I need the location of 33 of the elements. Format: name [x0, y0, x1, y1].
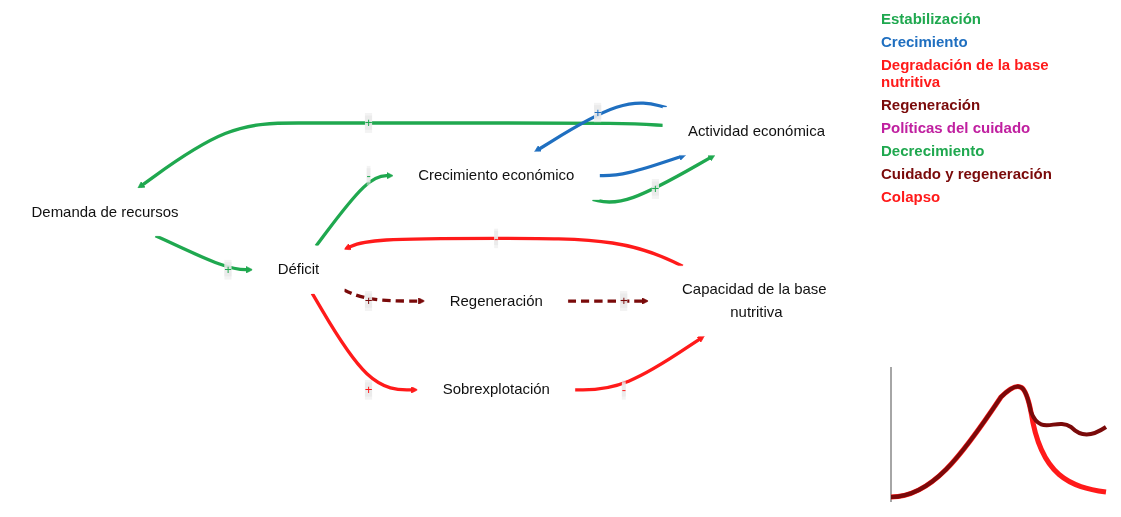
node-text: Actividad económica — [687, 122, 825, 140]
arrow — [534, 101, 667, 153]
edge-label: + — [364, 382, 373, 397]
edge-label: - — [621, 382, 627, 397]
arrow — [314, 172, 394, 248]
edge-label: + — [651, 181, 660, 197]
policy-label: Decrecimiento — [881, 142, 986, 159]
loop-label: Degradación de la base nutritiva — [881, 56, 1050, 90]
edge-label: - — [494, 231, 499, 246]
edge-label: + — [364, 115, 373, 131]
policy-label: Políticas del cuidado — [881, 119, 1032, 136]
node-text: Sobrexplotación — [442, 381, 550, 399]
loop-label: Estabilización — [881, 10, 983, 27]
arrow — [574, 336, 705, 392]
node-text: Regeneración — [449, 292, 543, 310]
edge-label: + — [224, 262, 232, 277]
edge-label: - — [366, 168, 371, 183]
arrow — [599, 154, 687, 178]
curve-label: Colapso — [881, 188, 942, 205]
node-text: Capacidad de la base nutritiva — [682, 281, 827, 321]
arrow — [343, 288, 426, 306]
loop-label: Regeneración — [881, 96, 982, 113]
node-text: Crecimiento económico — [418, 167, 575, 184]
edge-label: + — [593, 105, 602, 120]
edge-label: + — [364, 293, 373, 309]
curve-label: Cuidado y regeneración — [881, 165, 1053, 182]
loop-label: Crecimiento — [881, 33, 969, 50]
arrow — [137, 121, 664, 190]
arrow — [592, 155, 716, 205]
edge-label: + — [620, 293, 628, 309]
node-text: Déficit — [277, 261, 320, 278]
node-text: Demanda de recursos — [31, 203, 179, 221]
arrow — [567, 297, 649, 306]
